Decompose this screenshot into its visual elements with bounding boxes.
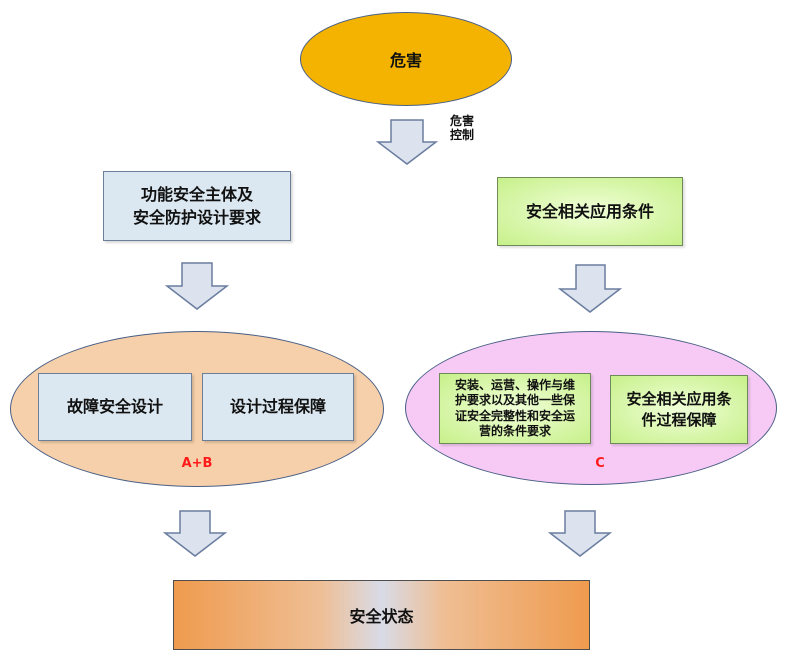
application-process-line2: 件过程保障 <box>641 410 717 429</box>
hazard-oval: 危害 <box>300 12 512 106</box>
right-group-tag-text: C <box>595 456 605 471</box>
design-process-label: 设计过程保障 <box>229 397 326 417</box>
down-arrow-icon <box>547 510 613 557</box>
safe-state-label: 安全状态 <box>349 607 414 626</box>
installation-line3: 证安全完整性和安全运 <box>454 408 575 423</box>
fail-safe-design-label: 故障安全设计 <box>66 397 163 417</box>
left-requirements-box: 功能安全主体及 安全防护设计要求 <box>103 171 291 241</box>
installation-line4: 营的条件要求 <box>478 423 551 438</box>
left-group-tag: A+B <box>167 456 227 471</box>
down-arrow-icon <box>164 262 230 310</box>
left-group-tag-text: A+B <box>181 456 213 471</box>
hazard-note-line2: 控制 <box>450 128 475 143</box>
left-requirements-line2: 安全防护设计要求 <box>132 208 261 227</box>
down-arrow-icon <box>557 264 623 313</box>
installation-line1: 安装、运营、操作与维 <box>454 377 575 392</box>
right-conditions-box: 安全相关应用条件 <box>497 177 683 246</box>
application-process-line1: 安全相关应用条 <box>626 390 732 409</box>
hazard-note-line1: 危害 <box>450 114 475 128</box>
installation-operation-box: 安装、运营、操作与维 护要求以及其他一些保 证安全完整性和安全运 营的条件要求 <box>439 373 591 444</box>
fail-safe-design-box: 故障安全设计 <box>38 373 192 441</box>
application-process-box: 安全相关应用条 件过程保障 <box>610 375 748 444</box>
hazard-label: 危害 <box>389 51 422 70</box>
hazard-control-note: 危害 控制 <box>450 114 490 143</box>
right-conditions-label: 安全相关应用条件 <box>525 201 654 221</box>
design-process-box: 设计过程保障 <box>202 373 354 441</box>
left-requirements-line1: 功能安全主体及 <box>140 184 253 204</box>
installation-line2: 护要求以及其他一些保 <box>454 393 575 408</box>
down-arrow-icon <box>375 119 439 165</box>
down-arrow-icon <box>162 510 228 557</box>
safe-state-box: 安全状态 <box>173 580 590 650</box>
right-group-tag: C <box>585 456 615 471</box>
